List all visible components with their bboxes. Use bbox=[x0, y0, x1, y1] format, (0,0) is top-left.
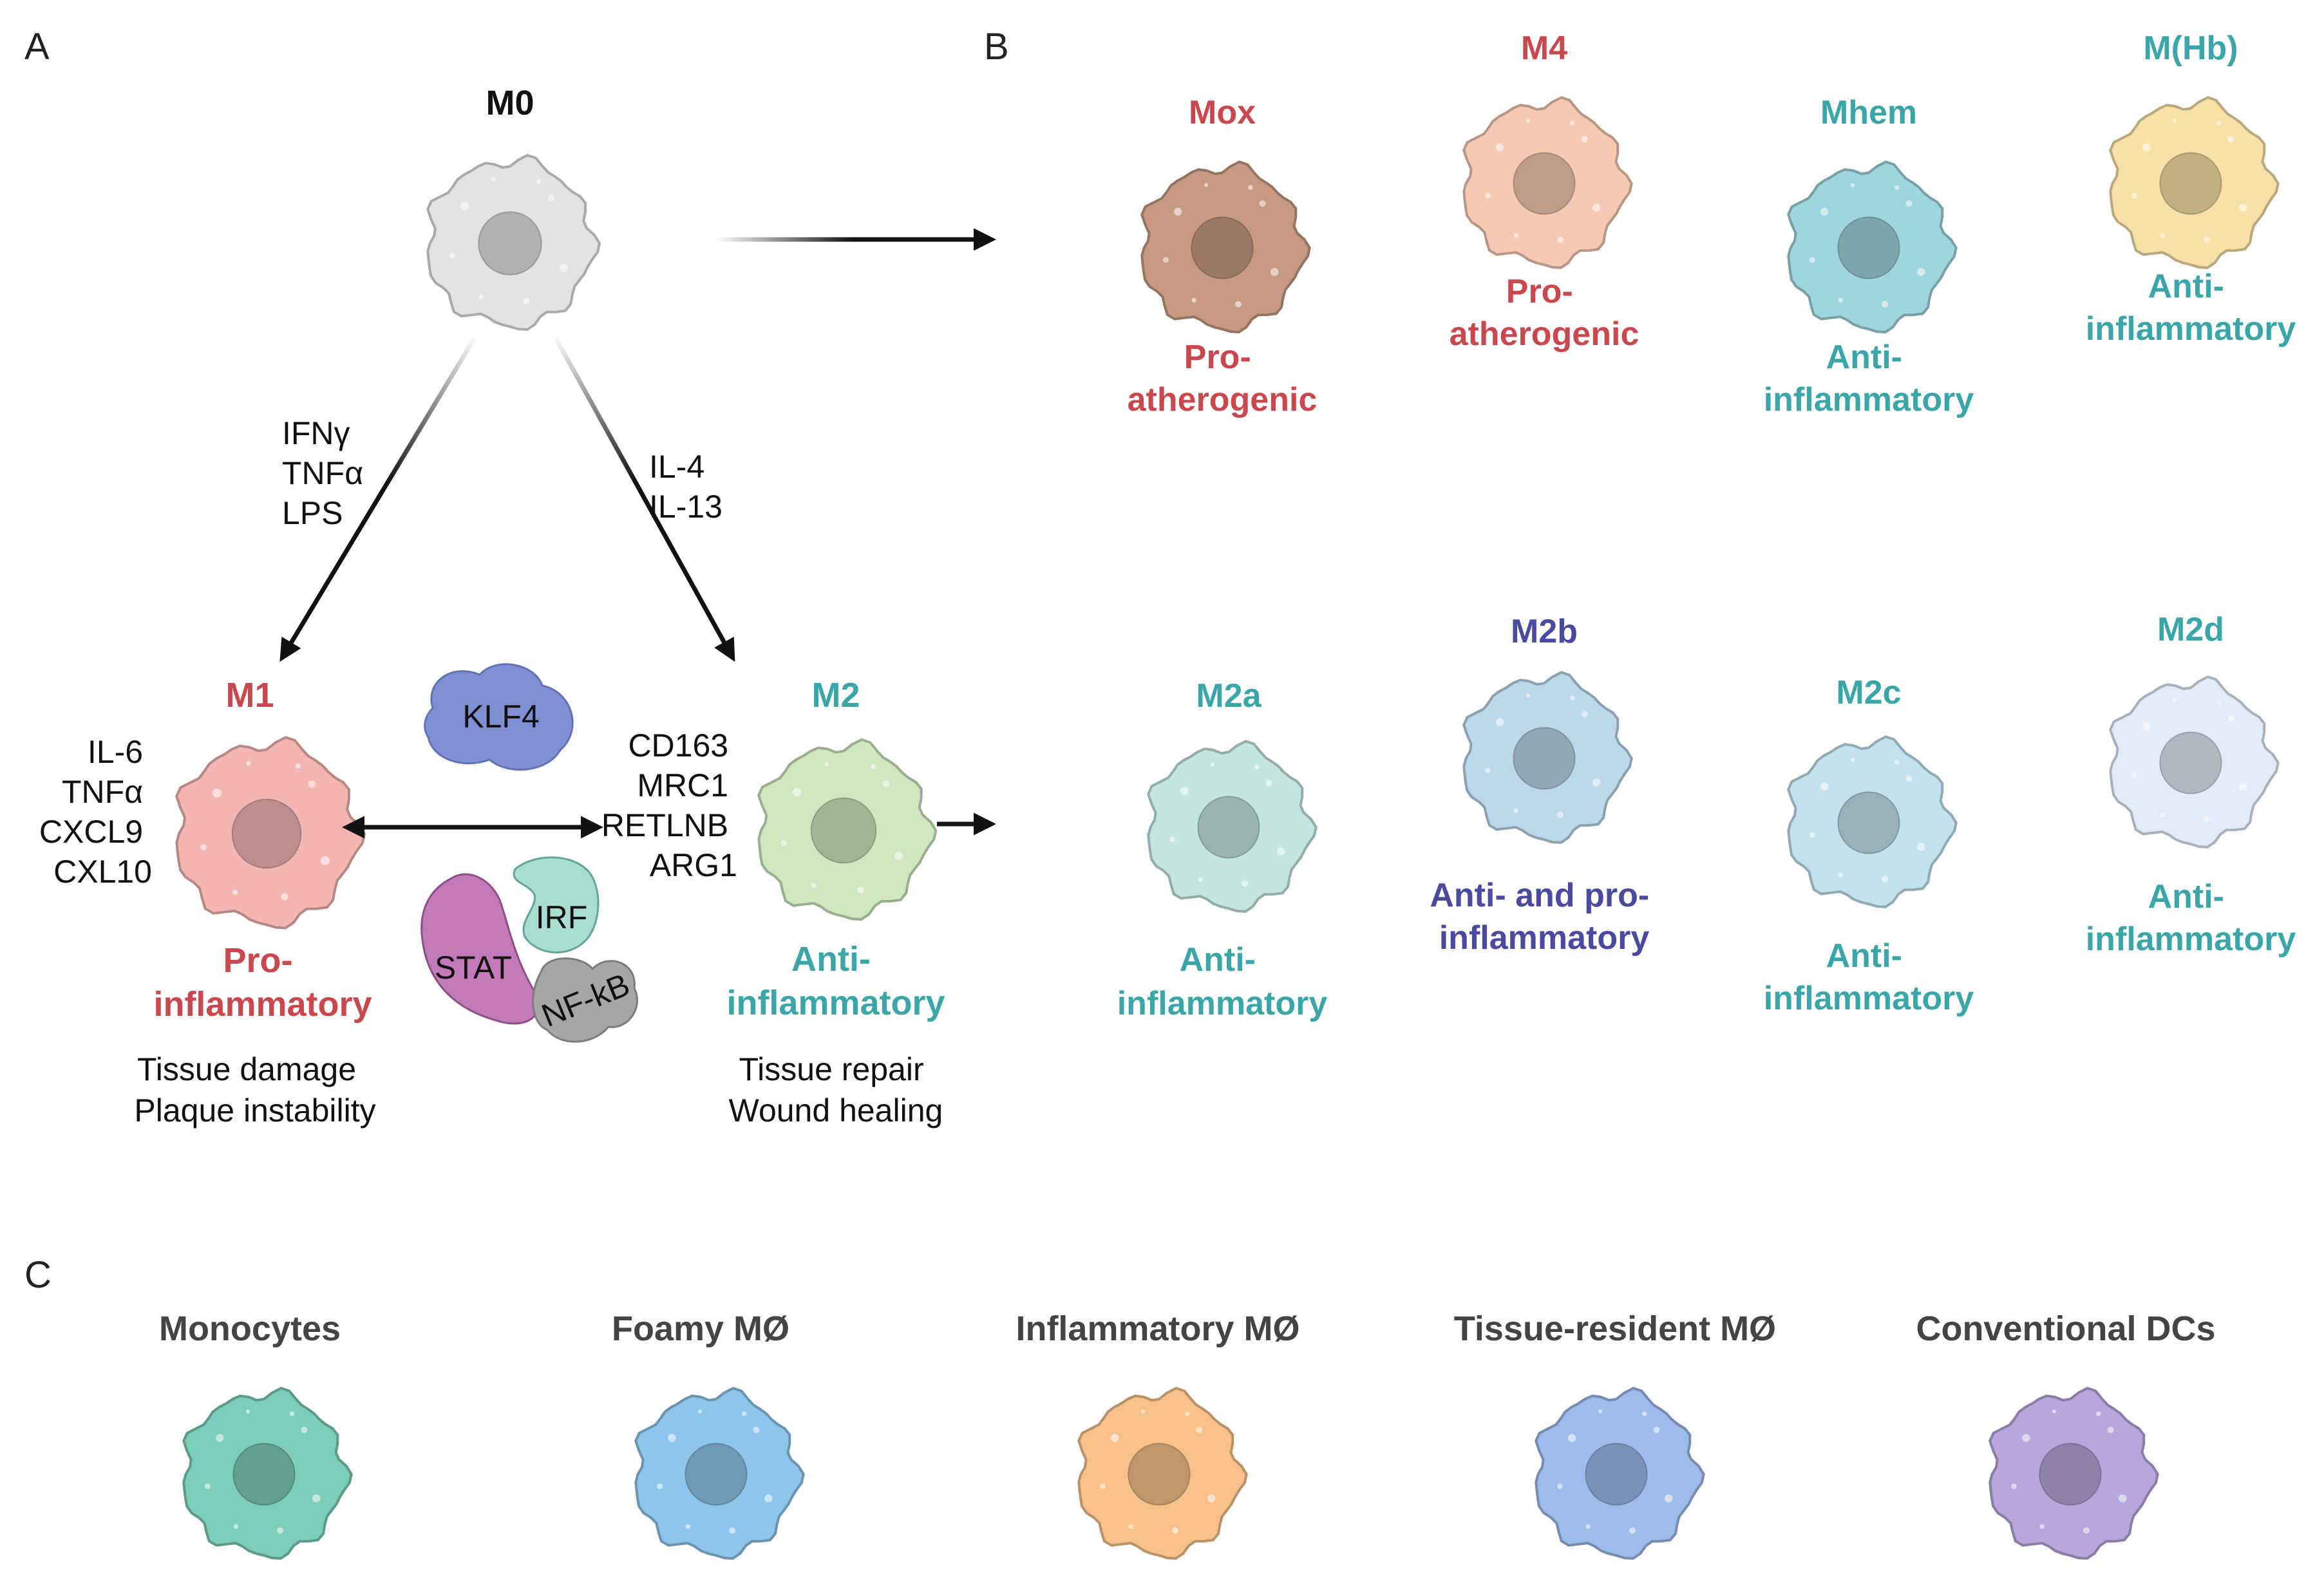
panel-label-b: B bbox=[984, 26, 1009, 68]
mhem-label: Mhem bbox=[1820, 94, 1917, 131]
foamy-macrophage-label: Foamy MØ bbox=[612, 1309, 789, 1348]
m2-outcome: Tissue repair Wound healing bbox=[729, 1051, 943, 1129]
panel-b: Mox Pro- atherogenic M4 Pro- atherogenic… bbox=[1117, 30, 2296, 1022]
arrow-m0-to-m1 bbox=[279, 333, 478, 662]
conventional-dcs-cell bbox=[1989, 1387, 2159, 1560]
m4-role: Pro- atherogenic bbox=[1450, 273, 1639, 353]
monocytes-cell bbox=[182, 1387, 353, 1560]
stimulus-lps: LPS bbox=[282, 495, 343, 531]
stat-factor: STAT bbox=[420, 873, 540, 1025]
mhb-role: Anti- inflammatory bbox=[2086, 268, 2296, 348]
stimulus-il4: IL-4 bbox=[649, 449, 704, 485]
m1-markers: IL-6 TNFα CXCL9 CXL10 bbox=[39, 734, 152, 890]
svg-text:IRF: IRF bbox=[536, 899, 588, 935]
svg-text:STAT: STAT bbox=[435, 950, 512, 986]
m1-marker: IL-6 bbox=[88, 734, 143, 770]
mox-cell bbox=[1140, 160, 1311, 333]
mhem-cell bbox=[1787, 160, 1958, 333]
conventional-dcs-label: Conventional DCs bbox=[1916, 1309, 2215, 1348]
tissue-resident-macrophage-cell bbox=[1535, 1387, 1705, 1560]
m2b-cell bbox=[1462, 671, 1633, 844]
panel-c: Monocytes Foamy MØ Inflammatory MØ Tissu… bbox=[159, 1309, 2216, 1560]
m2-marker: RETLNB bbox=[601, 807, 728, 843]
mhb-cell bbox=[2109, 96, 2280, 269]
monocytes-label: Monocytes bbox=[159, 1309, 341, 1348]
stimulus-tnfa: TNFα bbox=[282, 455, 363, 491]
m2c-role: Anti- inflammatory bbox=[1764, 937, 1974, 1017]
m2-role: Anti- inflammatory bbox=[726, 940, 945, 1022]
m2d-cell bbox=[2109, 675, 2280, 848]
panel-a: M0 IFNγ TNFα LPS IL-4 IL-13 M1 IL-6 TNFα… bbox=[39, 84, 996, 1129]
klf4-factor: KLF4 bbox=[424, 663, 574, 771]
m2-label: M2 bbox=[811, 676, 860, 715]
m0-cell bbox=[426, 154, 601, 332]
m2d-role: Anti- inflammatory bbox=[2086, 878, 2296, 958]
nfkb-factor: NF-kB bbox=[532, 957, 638, 1043]
m4-cell bbox=[1462, 96, 1633, 269]
mox-label: Mox bbox=[1189, 94, 1256, 131]
m2a-role: Anti- inflammatory bbox=[1117, 941, 1328, 1022]
m1-role: Pro- inflammatory bbox=[153, 941, 372, 1024]
m1-outcome: Tissue damage Plaque instability bbox=[134, 1051, 375, 1129]
panel-label-a: A bbox=[24, 26, 50, 68]
mhem-role: Anti- inflammatory bbox=[1764, 339, 1974, 418]
panel-label-c: C bbox=[24, 1254, 52, 1296]
m2c-cell bbox=[1787, 735, 1958, 908]
m1-marker: TNFα bbox=[62, 774, 143, 810]
arrow-m0-to-m2 bbox=[551, 333, 735, 662]
mhb-label: M(Hb) bbox=[2143, 30, 2238, 67]
stimulus-il13: IL-13 bbox=[649, 489, 723, 525]
m1-stimuli: IFNγ TNFα LPS bbox=[282, 415, 372, 531]
m2c-label: M2c bbox=[1836, 674, 1901, 711]
m2-stimuli: IL-4 IL-13 bbox=[649, 449, 723, 525]
foamy-macrophage-cell bbox=[634, 1387, 805, 1560]
inflammatory-macrophage-label: Inflammatory MØ bbox=[1016, 1309, 1299, 1348]
m1-cell bbox=[175, 736, 366, 930]
m2a-label: M2a bbox=[1196, 677, 1261, 715]
m2-cell bbox=[757, 738, 938, 921]
inflammatory-macrophage-cell bbox=[1077, 1387, 1248, 1560]
svg-text:KLF4: KLF4 bbox=[462, 698, 540, 735]
m2-markers: CD163 MRC1 RETLNB ARG1 bbox=[601, 727, 737, 883]
m2a-cell bbox=[1147, 740, 1318, 913]
m2d-label: M2d bbox=[2157, 611, 2224, 648]
m2b-role: Anti- and pro- inflammatory bbox=[1430, 877, 1658, 957]
m0-label: M0 bbox=[486, 84, 534, 122]
m1-marker: CXL10 bbox=[53, 854, 152, 890]
m4-label: M4 bbox=[1521, 30, 1567, 67]
stimulus-ifng: IFNγ bbox=[282, 415, 350, 451]
m2b-label: M2b bbox=[1511, 613, 1578, 650]
mox-role: Pro- atherogenic bbox=[1128, 339, 1318, 418]
m2-marker: MRC1 bbox=[637, 767, 728, 803]
m2-marker: ARG1 bbox=[650, 847, 737, 883]
m2-marker: CD163 bbox=[628, 727, 728, 763]
irf-factor: IRF bbox=[513, 856, 600, 953]
m1-label: M1 bbox=[225, 676, 274, 715]
m1-marker: CXCL9 bbox=[39, 814, 143, 850]
tissue-resident-macrophage-label: Tissue-resident MØ bbox=[1454, 1309, 1776, 1348]
